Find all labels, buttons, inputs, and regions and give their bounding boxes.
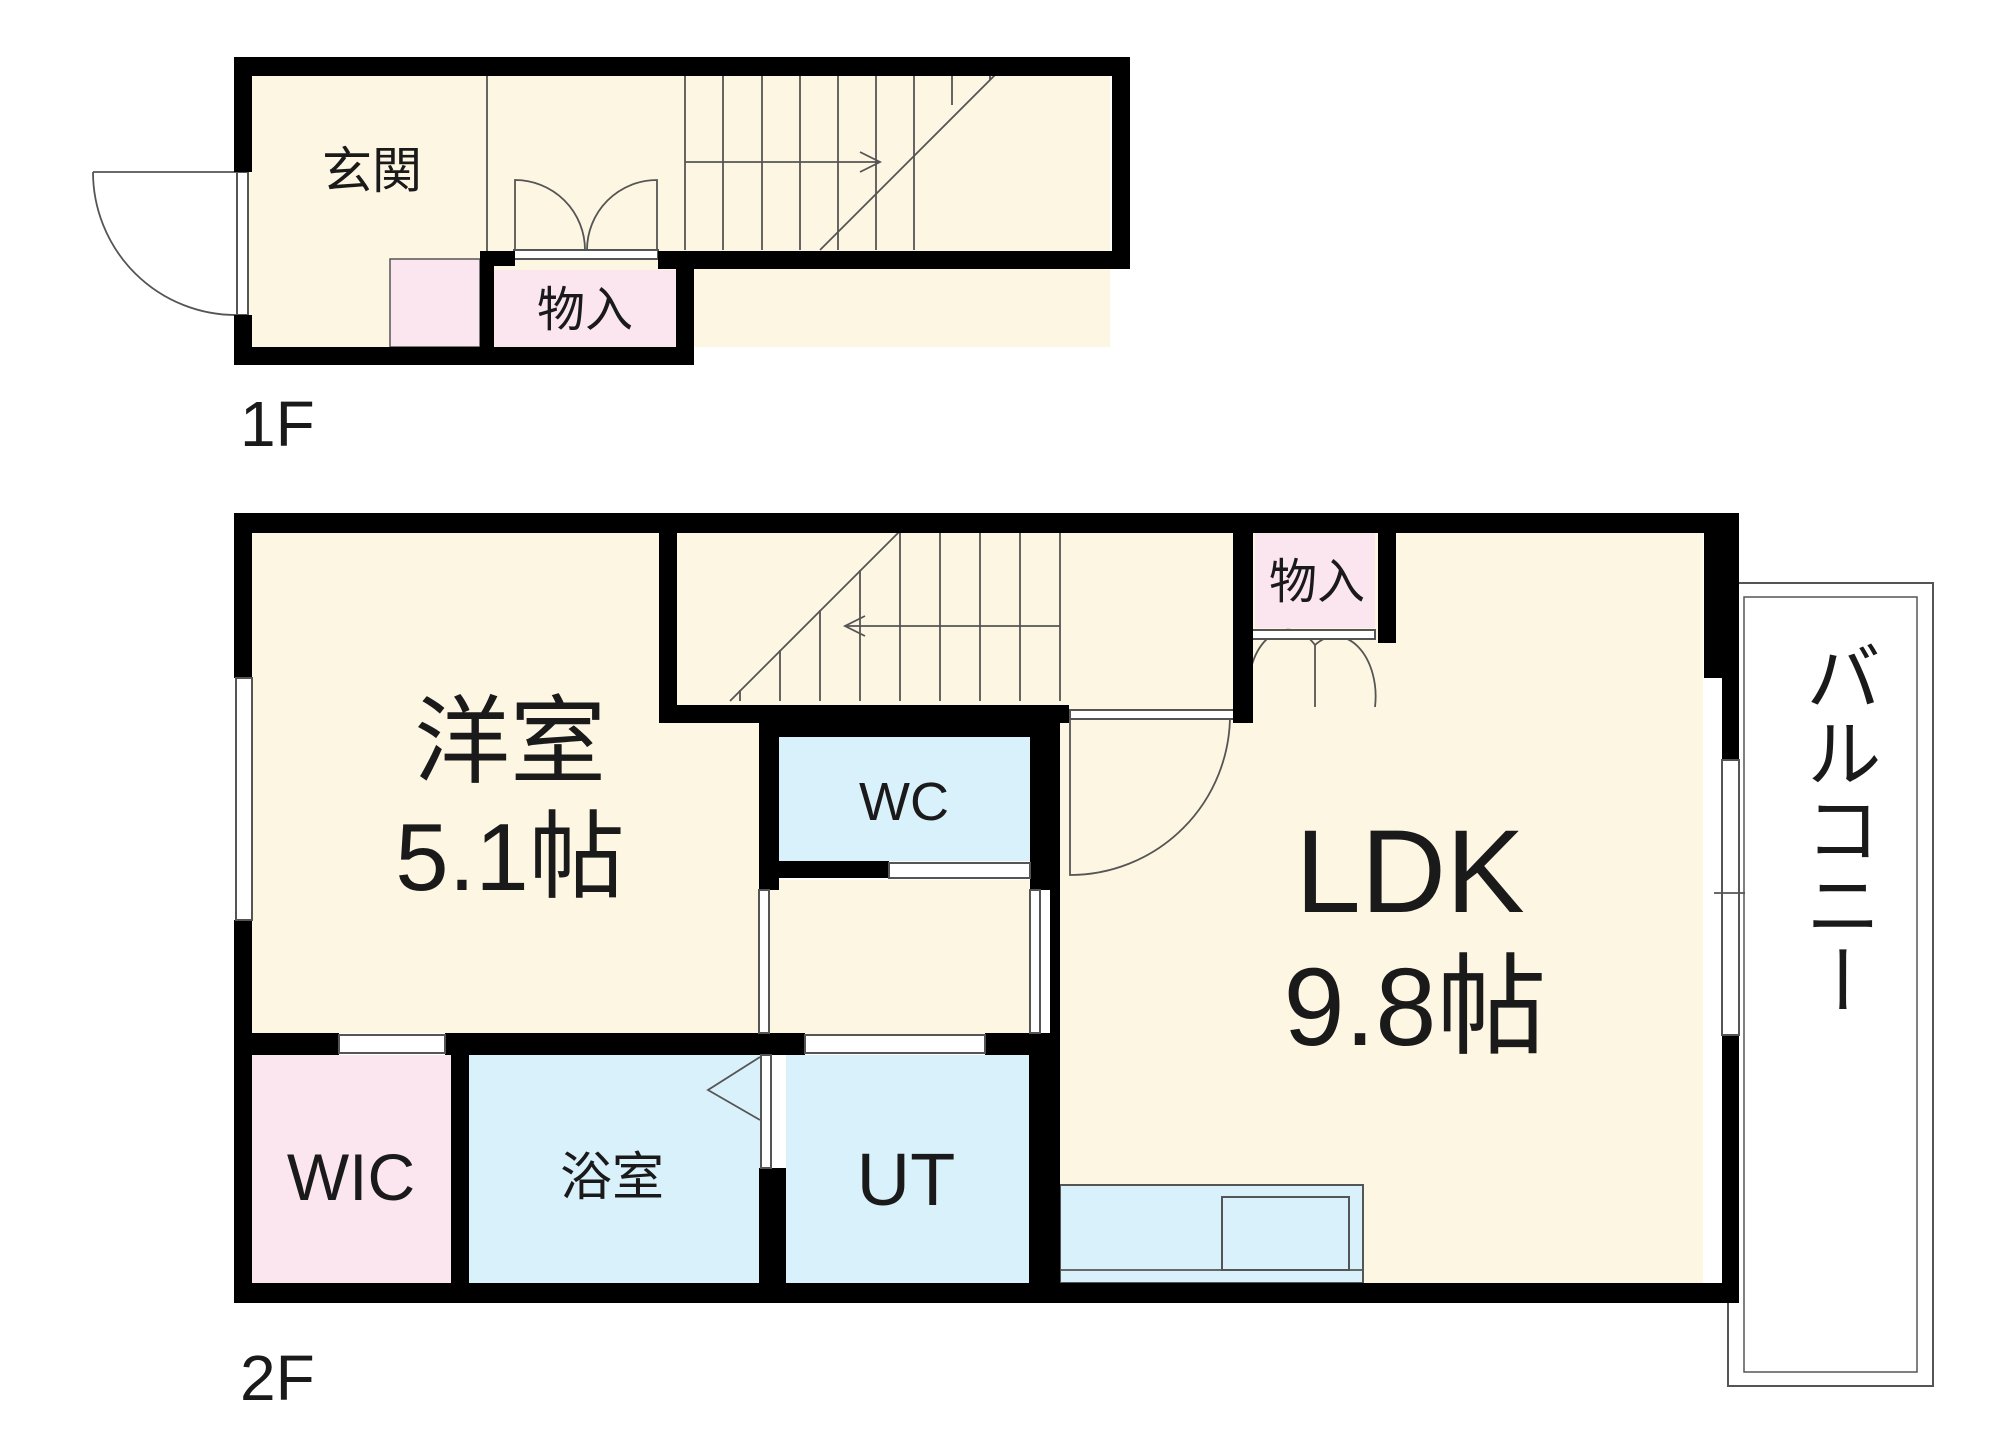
bath-door-mark xyxy=(706,1056,761,1121)
wc-floor xyxy=(779,737,1030,861)
corridor-floor xyxy=(765,880,1035,1040)
wc-label: WC xyxy=(859,772,949,832)
walls-1f xyxy=(234,57,1130,365)
sink xyxy=(1221,1196,1350,1271)
ldk-size: 9.8帖 xyxy=(1284,946,1547,1069)
floor-2-label: 2F xyxy=(240,1342,315,1414)
stairs-2f xyxy=(729,530,1061,702)
floor-1-label: 1F xyxy=(240,388,315,460)
bath-label: 浴室 xyxy=(560,1149,664,1207)
storage-2f-floor xyxy=(1255,531,1375,628)
entrance-label: 玄関 xyxy=(322,143,422,199)
utility-floor xyxy=(786,1055,1029,1283)
western-room-label: 洋室 xyxy=(414,689,606,796)
ldk-label: LDK xyxy=(1295,806,1525,938)
western-room-size: 5.1帖 xyxy=(395,804,624,911)
shoe-cabinet xyxy=(389,258,481,348)
storage-1f-floor xyxy=(494,270,677,347)
walls-2f xyxy=(234,513,1739,1303)
floor-2: 洋室 5.1帖 WC 物入 LDK 9.8帖 WIC 浴室 UT バルコニー 2… xyxy=(234,513,1934,1414)
wic-floor xyxy=(252,1055,451,1283)
windows-2f xyxy=(235,677,1745,1169)
balcony-area xyxy=(1727,582,1934,1387)
wic-label: WIC xyxy=(287,1140,415,1214)
storage-1f-label: 物入 xyxy=(537,284,633,337)
storage-2f-label: 物入 xyxy=(1269,556,1365,609)
bath-floor xyxy=(469,1055,769,1283)
entrance-door xyxy=(92,171,249,316)
ldk-floor xyxy=(1053,531,1703,1283)
utility-label: UT xyxy=(857,1138,956,1221)
stairs-1f xyxy=(684,74,996,251)
balcony-label: バルコニー xyxy=(1794,638,1879,1018)
floor-1: 玄関 物入 1F xyxy=(92,57,1130,460)
kitchen-counter xyxy=(1059,1184,1364,1284)
